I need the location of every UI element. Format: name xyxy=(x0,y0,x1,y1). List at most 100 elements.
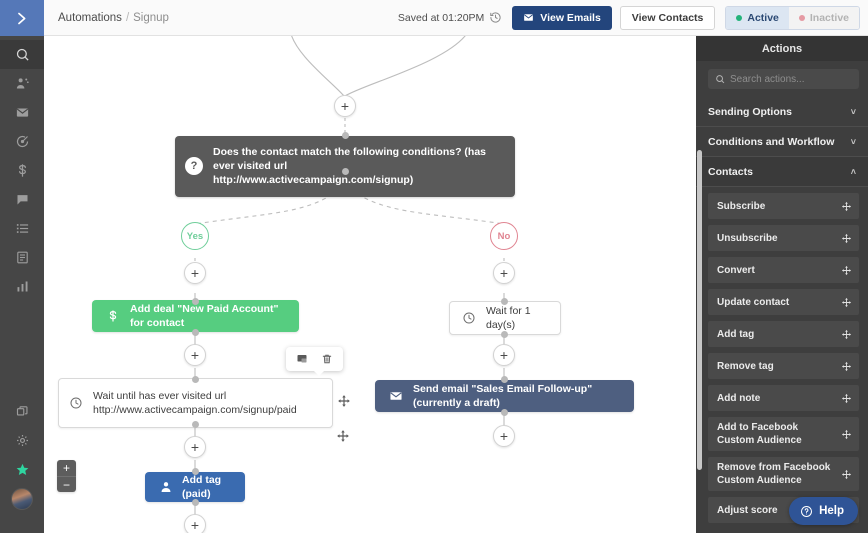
branch-no[interactable]: No xyxy=(490,222,518,250)
rail-item-apps[interactable] xyxy=(0,397,44,426)
add-step-button-no[interactable]: + xyxy=(493,262,515,284)
canvas-pan-handle[interactable] xyxy=(336,429,350,443)
action-item-remove-tag[interactable]: Remove tag xyxy=(708,353,859,379)
question-mark-icon: ? xyxy=(185,157,203,176)
user-avatar-wrap[interactable] xyxy=(0,484,44,514)
action-list: Subscribe Unsubscribe Convert Update con… xyxy=(696,187,868,523)
move-arrows-icon-wrap[interactable] xyxy=(841,469,852,480)
rail-item-conversations[interactable] xyxy=(0,185,44,214)
plus-icon: + xyxy=(499,428,509,444)
add-deal-node[interactable]: Add deal "New Paid Account" for contact xyxy=(92,300,299,332)
app-logo[interactable] xyxy=(0,0,44,36)
zoom-in-button[interactable]: + xyxy=(57,460,76,476)
group-conditions-workflow-label: Conditions and Workflow xyxy=(708,135,835,148)
move-arrows-icon-wrap[interactable] xyxy=(841,201,852,212)
status-inactive-option[interactable]: Inactive xyxy=(788,6,859,29)
trash-icon[interactable] xyxy=(321,353,333,365)
list-icon xyxy=(16,224,28,233)
view-contacts-button[interactable]: View Contacts xyxy=(619,5,716,30)
add-step-button-after-email[interactable]: + xyxy=(493,425,515,447)
plus-icon: + xyxy=(499,347,509,363)
group-sending-options-label: Sending Options xyxy=(708,105,792,118)
wait-days-label: Wait for 1 day(s) xyxy=(486,304,531,331)
view-emails-label: View Emails xyxy=(540,11,601,24)
move-arrows-icon-wrap[interactable] xyxy=(841,265,852,276)
rail-item-automations[interactable] xyxy=(0,127,44,156)
rail-item-lists[interactable] xyxy=(0,214,44,243)
send-email-node[interactable]: Send email "Sales Email Follow-up" (curr… xyxy=(375,380,634,412)
automation-canvas[interactable]: + ? Does the contact match the following… xyxy=(44,36,696,533)
add-step-button-after-wait[interactable]: + xyxy=(493,344,515,366)
history-clock-icon-wrap[interactable] xyxy=(489,11,502,24)
help-button[interactable]: Help xyxy=(789,497,858,525)
notes-edit-icon[interactable] xyxy=(296,353,308,365)
move-arrows-icon-wrap[interactable] xyxy=(841,329,852,340)
rail-item-deals[interactable] xyxy=(0,156,44,185)
group-sending-options[interactable]: Sending Options ˅ xyxy=(696,97,868,127)
wait-until-line-2: http://www.activecampaign.com/signup/pai… xyxy=(93,404,297,417)
move-arrows-icon-wrap[interactable] xyxy=(841,233,852,244)
rail-item-search[interactable] xyxy=(0,40,44,69)
group-contacts[interactable]: Contacts ˄ xyxy=(696,157,868,187)
automation-icon xyxy=(16,135,28,148)
connector-knob xyxy=(500,331,508,338)
add-step-button-after-tag[interactable]: + xyxy=(184,514,206,533)
breadcrumb-root[interactable]: Automations xyxy=(58,11,122,24)
add-step-button-yes[interactable]: + xyxy=(184,262,206,284)
add-step-button-top[interactable]: + xyxy=(334,95,356,117)
chevron-down-icon: ˅ xyxy=(850,106,856,117)
action-item-add-facebook-audience[interactable]: Add to Facebook Custom Audience xyxy=(708,417,859,451)
rail-item-settings[interactable] xyxy=(0,426,44,455)
rail-item-contacts[interactable] xyxy=(0,69,44,98)
contact-person-icon xyxy=(159,480,173,494)
move-arrows-icon xyxy=(337,430,349,442)
add-tag-node[interactable]: Add tag (paid) xyxy=(145,472,245,502)
zoom-out-button[interactable]: − xyxy=(57,476,76,492)
move-arrows-icon xyxy=(338,395,350,407)
panel-scrollbar[interactable] xyxy=(697,150,702,470)
search-input[interactable] xyxy=(730,73,852,85)
branch-yes-label: Yes xyxy=(186,230,204,242)
add-step-button-after-wait-until[interactable]: + xyxy=(184,436,206,458)
action-item-add-note[interactable]: Add note xyxy=(708,385,859,411)
move-arrows-icon-wrap[interactable] xyxy=(841,393,852,404)
condition-line-1: Does the contact match the following con… xyxy=(213,146,487,173)
rail-item-favorites[interactable] xyxy=(0,455,44,484)
action-item-update-contact[interactable]: Update contact xyxy=(708,289,859,315)
move-arrows-icon-wrap[interactable] xyxy=(841,297,852,308)
group-conditions-workflow[interactable]: Conditions and Workflow ˅ xyxy=(696,127,868,157)
move-arrows-icon xyxy=(841,297,852,307)
plus-icon: + xyxy=(340,98,350,114)
avatar xyxy=(11,488,33,510)
action-item-unsubscribe[interactable]: Unsubscribe xyxy=(708,225,859,251)
rail-item-forms[interactable] xyxy=(0,243,44,272)
search-actions-box[interactable] xyxy=(708,69,859,89)
action-item-convert[interactable]: Convert xyxy=(708,257,859,283)
saved-status: Saved at 01:20PM xyxy=(397,11,485,24)
wait-until-node[interactable]: Wait until has ever visited url http://w… xyxy=(58,378,333,429)
condition-node-text: Does the contact match the following con… xyxy=(213,145,503,188)
move-arrows-icon xyxy=(841,233,852,243)
move-arrows-icon-wrap[interactable] xyxy=(841,429,852,440)
wait-days-node[interactable]: Wait for 1 day(s) xyxy=(449,301,561,335)
zoom-controls: + − xyxy=(57,460,76,492)
search-icon xyxy=(16,48,29,61)
action-item-add-tag[interactable]: Add tag xyxy=(708,321,859,347)
status-active-option[interactable]: Active xyxy=(726,6,789,29)
help-label: Help xyxy=(819,505,844,517)
rail-item-reports[interactable] xyxy=(0,272,44,301)
add-tag-label: Add tag (paid) xyxy=(182,473,222,500)
move-arrows-icon-wrap[interactable] xyxy=(841,361,852,372)
connector-knob xyxy=(191,468,199,475)
action-label: Add to Facebook Custom Audience xyxy=(717,422,802,446)
status-active-label: Active xyxy=(747,11,779,24)
node-drag-handle[interactable] xyxy=(337,394,351,408)
rail-item-campaigns[interactable] xyxy=(0,98,44,127)
action-item-remove-facebook-audience[interactable]: Remove from Facebook Custom Audience xyxy=(708,457,859,491)
envelope-icon xyxy=(524,14,534,21)
branch-yes[interactable]: Yes xyxy=(181,222,209,250)
view-emails-button[interactable]: View Emails xyxy=(512,5,612,30)
add-step-button-after-deal[interactable]: + xyxy=(184,344,206,366)
condition-node[interactable]: ? Does the contact match the following c… xyxy=(175,136,515,197)
action-item-subscribe[interactable]: Subscribe xyxy=(708,193,859,219)
